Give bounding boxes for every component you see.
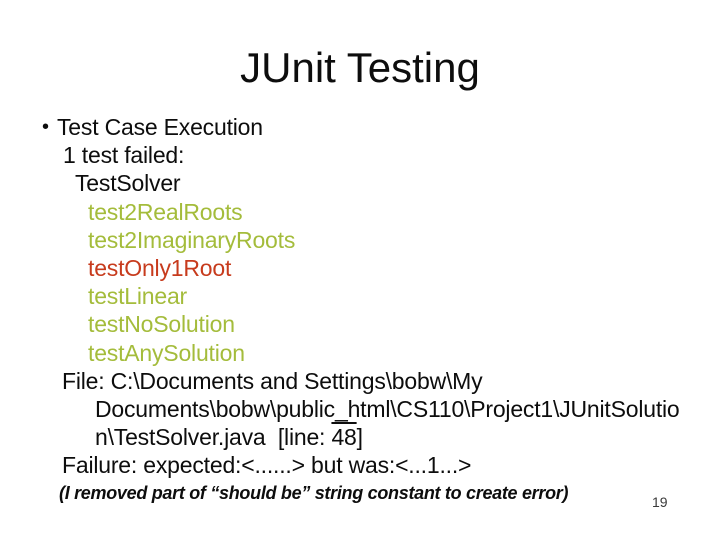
body-line: Documents\bobw\public_html\CS110\Project… [0, 395, 720, 423]
body-line-text: Documents\bobw\public_html\CS110\Project… [95, 396, 680, 423]
slide-title: JUnit Testing [240, 44, 480, 91]
footnote: (I removed part of “should be” string co… [59, 483, 569, 503]
body-line: testAnySolution [0, 339, 720, 367]
body-line-text: 1 test failed: [63, 142, 185, 169]
body-line: n\TestSolver.java [line: 48] [0, 423, 720, 451]
body-line-text: testNoSolution [88, 311, 235, 338]
body-line-text: test2ImaginaryRoots [88, 226, 296, 253]
body-line-text: Failure: expected:<......> but was:<...1… [62, 452, 472, 479]
body-line-text: File: C:\Documents and Settings\bobw\My [62, 367, 483, 394]
body-line: 1 test failed: [0, 141, 720, 169]
body-line: File: C:\Documents and Settings\bobw\My [0, 367, 720, 395]
body-line: testNoSolution [0, 310, 720, 338]
body-line: test2RealRoots [0, 198, 720, 226]
body-line-text: testAnySolution [88, 339, 245, 366]
body-line-text: TestSolver [75, 170, 181, 197]
bullet-marker: • [42, 116, 49, 138]
body-line: Failure: expected:<......> but was:<...1… [0, 451, 720, 479]
body-line-text: 48 [331, 424, 357, 451]
body-line: • Test Case Execution [0, 113, 720, 141]
body-line-text: ] [356, 424, 363, 451]
body-line: test2ImaginaryRoots [0, 226, 720, 254]
body-line-text: testOnly1Root [88, 255, 232, 282]
body-line: testOnly1Root [0, 254, 720, 282]
page-number: 19 [652, 494, 668, 510]
body-line-text: test2RealRoots [88, 198, 243, 225]
body-line: TestSolver [0, 169, 720, 197]
body-line-text: testLinear [88, 283, 188, 310]
body-line: testLinear [0, 282, 720, 310]
body-line-text: n\TestSolver.java [line: [95, 424, 332, 451]
body-line-text: Test Case Execution [57, 114, 263, 140]
